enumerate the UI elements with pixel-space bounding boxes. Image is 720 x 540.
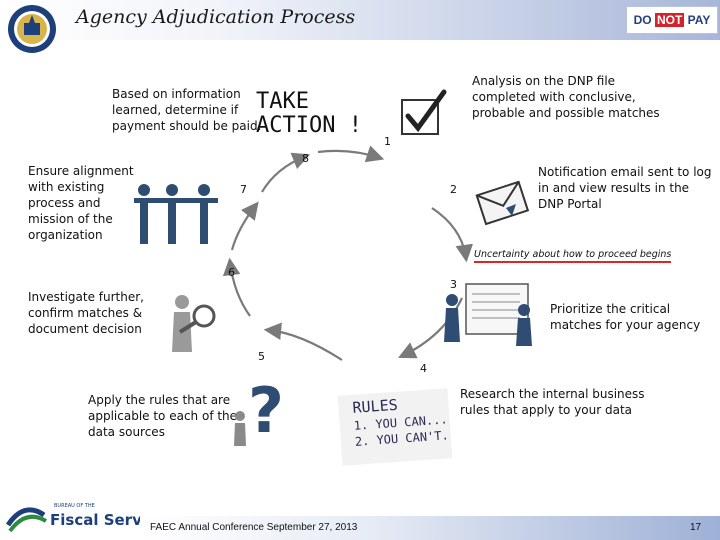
magnifying-glass-person-icon bbox=[156, 290, 218, 356]
page-number: 17 bbox=[690, 522, 701, 533]
arrow-1-to-2 bbox=[318, 151, 380, 158]
footer-conference: FAEC Annual Conference September 27, 201… bbox=[150, 522, 357, 533]
step-8-text: Based on information learned, determine … bbox=[112, 86, 262, 134]
fiscal-service-text: Fiscal Service bbox=[50, 511, 140, 529]
question-mark-person-icon: ? bbox=[228, 376, 294, 450]
step-number-5: 5 bbox=[258, 350, 265, 363]
step-2-text: Notification email sent to log in and vi… bbox=[538, 164, 718, 212]
step-number-1: 1 bbox=[384, 135, 391, 148]
step-number-2: 2 bbox=[450, 183, 457, 196]
step-4-text: Research the internal business rules tha… bbox=[460, 386, 650, 418]
step-number-7: 7 bbox=[240, 183, 247, 196]
arrow-7-to-8 bbox=[262, 156, 306, 192]
fiscal-service-logo: BUREAU OF THE Fiscal Service bbox=[4, 495, 140, 537]
step-7-text: Ensure alignment with existing process a… bbox=[28, 163, 138, 243]
step-number-8: 8 bbox=[302, 152, 309, 165]
step-6-text: Investigate further, confirm matches & d… bbox=[28, 289, 148, 337]
take-action-icon: TAKE ACTION ! bbox=[256, 90, 362, 138]
fiscal-service-small-text: BUREAU OF THE bbox=[54, 503, 95, 509]
step-1-text: Analysis on the DNP file completed with … bbox=[472, 73, 672, 121]
checkmark-icon bbox=[398, 88, 448, 138]
step-5-text: Apply the rules that are applicable to e… bbox=[88, 392, 240, 440]
arrow-6-to-7 bbox=[232, 205, 256, 250]
step-3-text: Prioritize the critical matches for your… bbox=[550, 301, 710, 333]
person-reviewing-document-icon bbox=[440, 280, 540, 350]
take-action-line-1: TAKE bbox=[256, 90, 362, 114]
uncertainty-note: Uncertainty about how to proceed begins bbox=[474, 249, 671, 263]
step-number-6: 6 bbox=[228, 266, 235, 279]
group-of-people-icon bbox=[130, 182, 226, 248]
rules-note-icon: RULES 1. YOU CAN... 2. YOU CAN'T. bbox=[338, 388, 453, 466]
arrow-2-to-3 bbox=[432, 208, 466, 258]
take-action-line-2: ACTION ! bbox=[256, 114, 362, 138]
step-number-4: 4 bbox=[420, 362, 427, 375]
arrow-4-to-5 bbox=[268, 330, 342, 360]
svg-text:?: ? bbox=[248, 376, 284, 447]
email-envelope-icon bbox=[472, 174, 532, 230]
